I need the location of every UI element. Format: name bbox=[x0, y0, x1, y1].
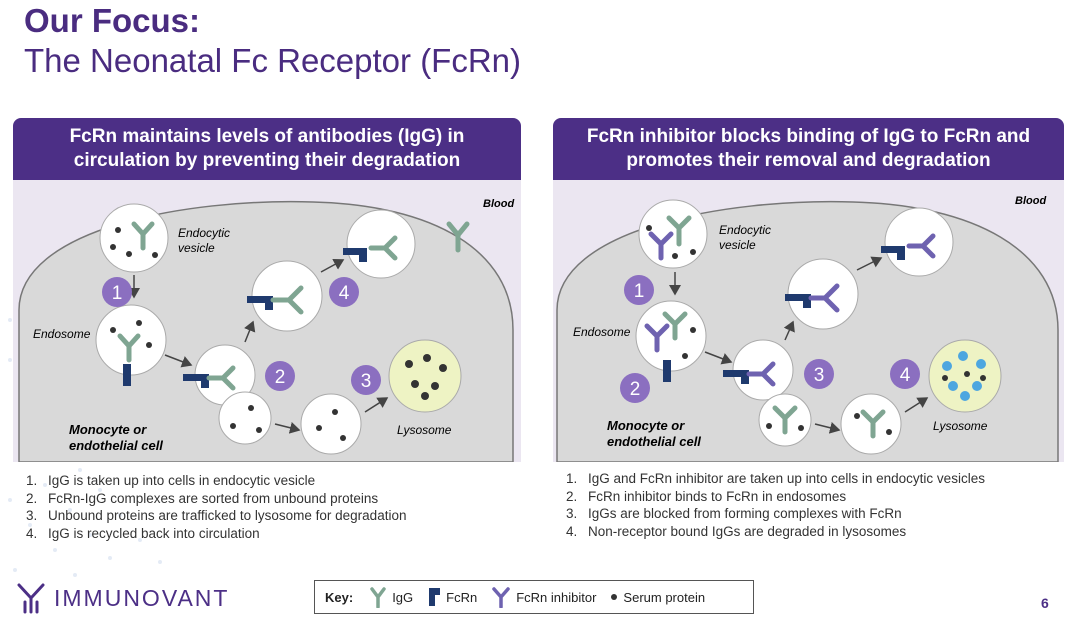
vesicle-label: vesicle bbox=[719, 238, 756, 252]
cell-label: Monocyte or bbox=[69, 422, 147, 437]
list-item: 1.IgG and FcRn inhibitor are taken up in… bbox=[566, 471, 985, 486]
lysosome-label: Lysosome bbox=[397, 423, 452, 437]
vesicle-label: Endocytic bbox=[178, 226, 230, 240]
company-logo: IMMUNOVANT bbox=[14, 582, 229, 614]
list-item: 3.IgGs are blocked from forming complexe… bbox=[566, 506, 902, 521]
cell-label: endothelial cell bbox=[607, 434, 701, 449]
blood-label: Blood bbox=[483, 198, 514, 210]
step-number: 1 bbox=[112, 283, 123, 304]
vesicle-label: Endocytic bbox=[719, 223, 771, 237]
key-serum: Serum protein bbox=[610, 590, 705, 605]
step-number: 2 bbox=[275, 367, 286, 388]
key-fcrn: FcRn bbox=[427, 586, 477, 608]
step-number: 4 bbox=[900, 365, 911, 386]
page-subtitle: The Neonatal Fc Receptor (FcRn) bbox=[24, 42, 522, 79]
right-steps-list: 1.IgG and FcRn inhibitor are taken up in… bbox=[566, 470, 985, 540]
legend-key: Key: IgG FcRn FcRn inhibitor Serum prote… bbox=[314, 580, 754, 614]
vesicle-label: vesicle bbox=[178, 241, 215, 255]
cell-label: endothelial cell bbox=[69, 438, 163, 453]
left-panel-header: FcRn maintains levels of antibodies (IgG… bbox=[13, 118, 521, 180]
right-panel-diagram: 1 2 3 4 Blood Endocytic vesicle Endosome… bbox=[553, 180, 1064, 462]
left-steps-list: 1.IgG is taken up into cells in endocyti… bbox=[26, 472, 406, 542]
inhibitor-icon bbox=[492, 587, 510, 608]
list-item: 2.FcRn-IgG complexes are sorted from unb… bbox=[26, 490, 379, 506]
step-number: 3 bbox=[814, 365, 825, 386]
logo-text: IMMUNOVANT bbox=[54, 584, 230, 611]
endocytic-vesicle bbox=[99, 203, 169, 273]
key-inhibitor: FcRn inhibitor bbox=[491, 586, 596, 608]
key-igg: IgG bbox=[369, 586, 413, 608]
page-number: 6 bbox=[1041, 595, 1049, 611]
step-marker bbox=[102, 277, 381, 395]
list-item: 4.IgG is recycled back into circulation bbox=[26, 525, 260, 541]
logo-icon bbox=[17, 583, 45, 614]
list-item: 3.Unbound proteins are trafficked to lys… bbox=[26, 508, 407, 523]
step-number: 1 bbox=[634, 281, 645, 302]
step-number: 3 bbox=[361, 371, 372, 392]
blood-label: Blood bbox=[1015, 195, 1046, 207]
right-panel-header: FcRn inhibitor blocks binding of IgG to … bbox=[553, 118, 1064, 180]
lysosome-label: Lysosome bbox=[933, 419, 988, 433]
cell-label: Monocyte or bbox=[607, 418, 685, 433]
lysosome bbox=[388, 339, 462, 413]
endosome-label: Endosome bbox=[33, 327, 91, 341]
key-title: Key: bbox=[325, 589, 354, 605]
list-item: 2.FcRn inhibitor binds to FcRn in endoso… bbox=[566, 488, 847, 504]
left-panel-diagram: 1 2 3 4 Blood Endocytic vesicle Endosome… bbox=[13, 180, 521, 462]
fcrn-icon bbox=[429, 588, 441, 606]
endosome-label: Endosome bbox=[573, 325, 631, 339]
serum-protein-icon bbox=[611, 594, 618, 600]
page-title: Our Focus: bbox=[24, 2, 201, 39]
step-number: 4 bbox=[339, 283, 350, 304]
list-item: 4.Non-receptor bound IgGs are degraded i… bbox=[566, 523, 907, 539]
step-number: 2 bbox=[630, 379, 641, 400]
list-item: 1.IgG is taken up into cells in endocyti… bbox=[26, 473, 316, 488]
igg-icon bbox=[370, 587, 386, 608]
